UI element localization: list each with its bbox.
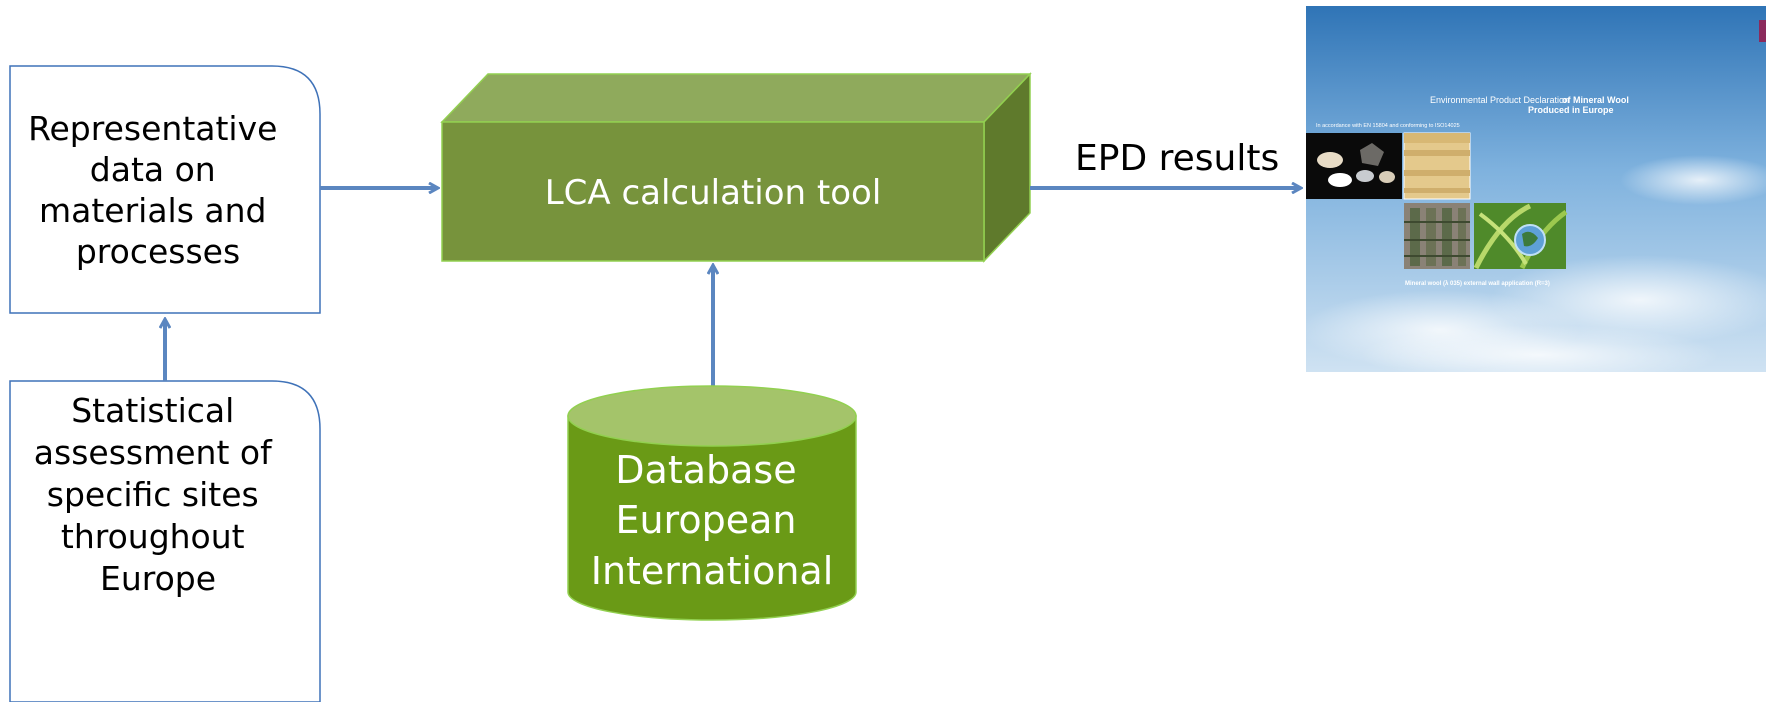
statistical-assessment-box: Statistical assessment of specific sites… — [9, 380, 321, 702]
lca-calculation-tool-cube: LCA calculation tool — [440, 72, 1032, 263]
database-cylinder-top — [567, 385, 857, 447]
svg-text:Statistical assessment o: Statistical assessment of specific sites… — [34, 391, 282, 598]
cover-title-bold-2: Produced in Europe — [1528, 105, 1614, 115]
cover-corner-tab — [1759, 20, 1766, 42]
database-cylinder: Database European International — [567, 385, 857, 621]
cover-photo-minerals — [1306, 133, 1402, 199]
svg-text:Database European: Database European International — [591, 448, 834, 593]
cover-caption: Mineral wool (λ 035) external wall appli… — [1405, 281, 1550, 287]
statistical-line-1: Statistical — [71, 391, 234, 430]
representative-line-4: processes — [76, 232, 240, 271]
cover-photo-insulation — [1403, 132, 1471, 200]
svg-text:Representative data on: Representative data on materials and pro… — [28, 109, 288, 271]
representative-line-3: materials and — [39, 191, 267, 230]
epd-cover-image: Environmental Product Declaration of Min… — [1300, 6, 1766, 385]
statistical-line-2: assessment of — [34, 433, 273, 472]
lca-tool-label: LCA calculation tool — [545, 173, 882, 213]
cover-photo-globe-plant — [1473, 203, 1568, 270]
database-line-2: European — [615, 498, 796, 542]
database-line-3: International — [591, 549, 834, 593]
cover-title-bold-1: of Mineral Wool — [1562, 95, 1629, 105]
representative-line-1: Representative — [28, 109, 277, 148]
representative-data-box: Representative data on materials and pro… — [9, 65, 321, 314]
statistical-line-4: throughout — [61, 517, 245, 556]
cover-subtitle: In accordance with EN 15804 and conformi… — [1316, 123, 1460, 129]
database-line-1: Database — [615, 448, 796, 492]
epd-results-label: EPD results — [1075, 138, 1279, 179]
cover-photo-building — [1404, 203, 1470, 269]
cube-front-face — [441, 121, 985, 262]
cover-title-regular: Environmental Product Declaration — [1430, 95, 1569, 105]
statistical-line-5: Europe — [100, 559, 216, 598]
representative-line-2: data on — [90, 150, 216, 189]
statistical-line-3: specific sites — [47, 475, 259, 514]
cube-top-face — [440, 73, 1032, 123]
